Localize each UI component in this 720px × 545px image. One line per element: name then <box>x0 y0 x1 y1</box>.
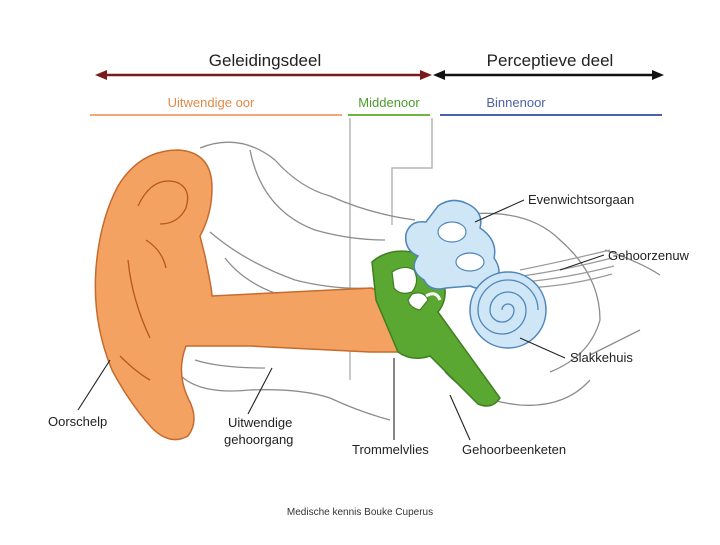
leader-cochlea <box>519 337 566 359</box>
leader-pinna <box>77 359 111 411</box>
leader-balance <box>474 199 525 223</box>
section-title-perception: Perceptieve deel <box>487 51 614 70</box>
label-balance-organ: Evenwichtsorgaan <box>528 192 634 207</box>
label-ear-canal-line2: gehoorgang <box>224 432 293 447</box>
outer-ear <box>94 149 412 441</box>
perception-arrow-right-head <box>652 70 664 80</box>
label-pinna: Oorschelp <box>48 414 107 429</box>
pinna-lobe-fold <box>119 355 151 381</box>
conduction-arrow-left-head <box>95 70 107 80</box>
subsection-outer-ear: Uitwendige oor <box>168 95 255 110</box>
pinna-helix-fold <box>137 180 189 225</box>
label-ear-canal-line1: Uitwendige <box>228 415 292 430</box>
inner-ear <box>405 199 547 349</box>
ossicle-incus <box>407 292 429 311</box>
section-title-conduction: Geleidingsdeel <box>209 51 321 70</box>
semicircular-canal-2 <box>455 252 485 272</box>
pinna-antihelix <box>127 259 151 339</box>
pinna-concha-edge <box>145 239 167 269</box>
footer-credit: Medische kennis Bouke Cuperus <box>286 507 434 518</box>
leader-canal <box>247 367 273 415</box>
cochlea-shape <box>469 271 547 349</box>
label-ossicles: Gehoorbeenketen <box>462 442 566 457</box>
ossicle-malleus <box>391 266 418 294</box>
subsection-middle-ear: Middenoor <box>358 95 420 110</box>
label-leaders <box>77 199 605 441</box>
pinna-shape <box>94 149 412 441</box>
divider-middle-inner <box>391 118 433 225</box>
leader-nerve <box>559 254 605 271</box>
cochlea-spiral <box>477 279 539 335</box>
semicircular-canal-1 <box>437 221 467 243</box>
perception-arrow-left-head <box>433 70 445 80</box>
ossicle-stapes <box>425 292 442 301</box>
label-auditory-nerve: Gehoorzenuw <box>608 248 690 263</box>
conduction-arrow-right-head <box>420 70 432 80</box>
middle-ear <box>371 250 501 407</box>
leader-ossicles <box>449 394 471 441</box>
label-eardrum: Trommelvlies <box>352 442 429 457</box>
label-cochlea: Slakkehuis <box>570 350 633 365</box>
subsection-inner-ear: Binnenoor <box>486 95 546 110</box>
